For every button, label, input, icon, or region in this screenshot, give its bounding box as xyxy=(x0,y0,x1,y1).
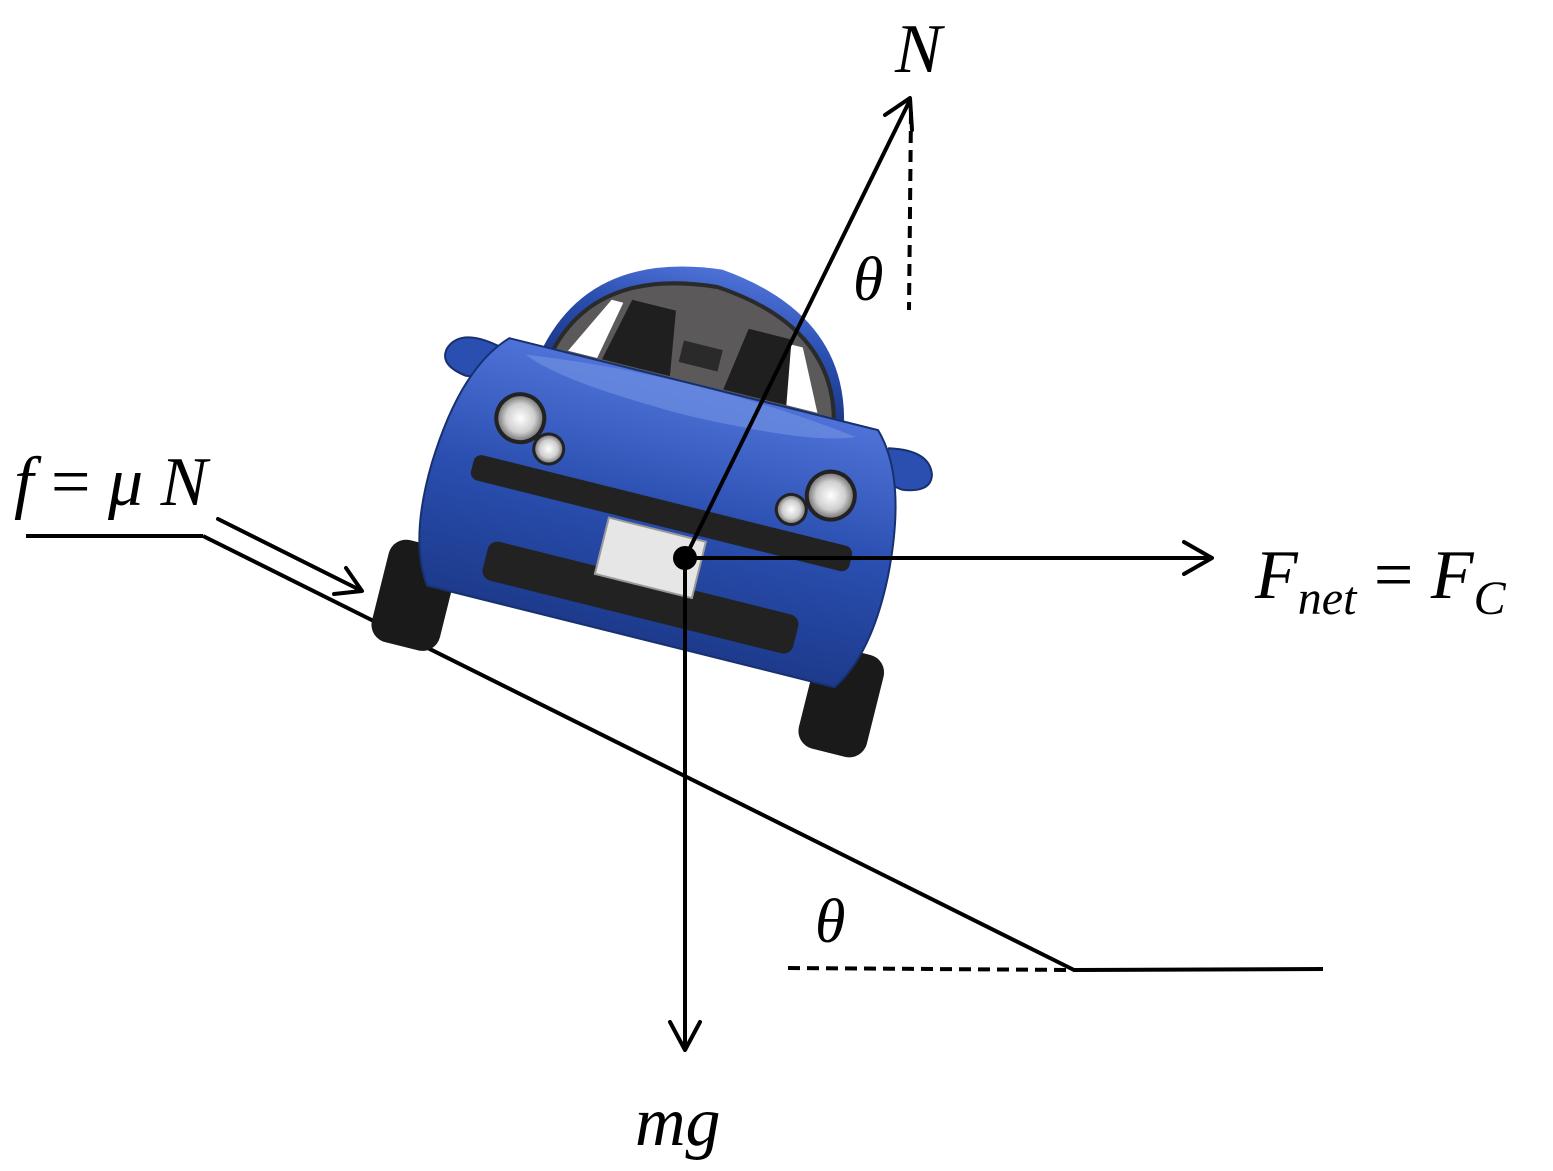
interior-light xyxy=(568,299,818,413)
front-trim-band xyxy=(470,455,853,572)
net-force-arrowhead xyxy=(1182,540,1214,576)
force-vectors xyxy=(216,96,1214,1052)
theta-top-label: θ xyxy=(853,246,883,314)
net-f1: F xyxy=(1254,537,1299,614)
net-sub1: net xyxy=(1298,572,1358,625)
center-of-mass xyxy=(673,546,697,570)
friction-arrow xyxy=(216,517,362,592)
vertical-reference-dashed xyxy=(907,111,913,311)
friction-n: N xyxy=(143,444,211,521)
normal-force-arrowhead xyxy=(883,96,914,132)
road-surface xyxy=(26,111,1324,972)
normal-force-label: N xyxy=(894,11,945,88)
normal-force-arrow xyxy=(683,98,912,560)
net-f2: F xyxy=(1430,537,1475,614)
friction-mu: μ xyxy=(107,444,143,521)
hood-highlight xyxy=(525,354,856,439)
horizontal-reference-dashed xyxy=(787,966,1075,972)
seat-right xyxy=(723,328,793,407)
friction-label: f = μ N xyxy=(14,444,211,521)
road-right-flat xyxy=(1073,967,1324,972)
net-eq: = xyxy=(1356,537,1430,614)
headlight-right-icon xyxy=(774,469,857,526)
headlight-left-icon xyxy=(494,392,566,466)
net-sub2: C xyxy=(1474,572,1507,625)
seat-left xyxy=(602,299,676,377)
net-force-label: Fnet = FC xyxy=(1254,537,1507,625)
car-icon xyxy=(371,266,933,758)
lower-grille xyxy=(482,541,799,654)
weight-arrowhead xyxy=(668,1020,702,1052)
friction-eq: = xyxy=(33,444,107,521)
friction-arrowhead xyxy=(332,566,364,596)
license-plate xyxy=(593,516,708,600)
theta-bottom-label: θ xyxy=(815,888,845,956)
rear-view-mirror xyxy=(678,340,723,372)
road-incline xyxy=(202,534,1075,972)
weight-label: mg xyxy=(635,1084,721,1161)
